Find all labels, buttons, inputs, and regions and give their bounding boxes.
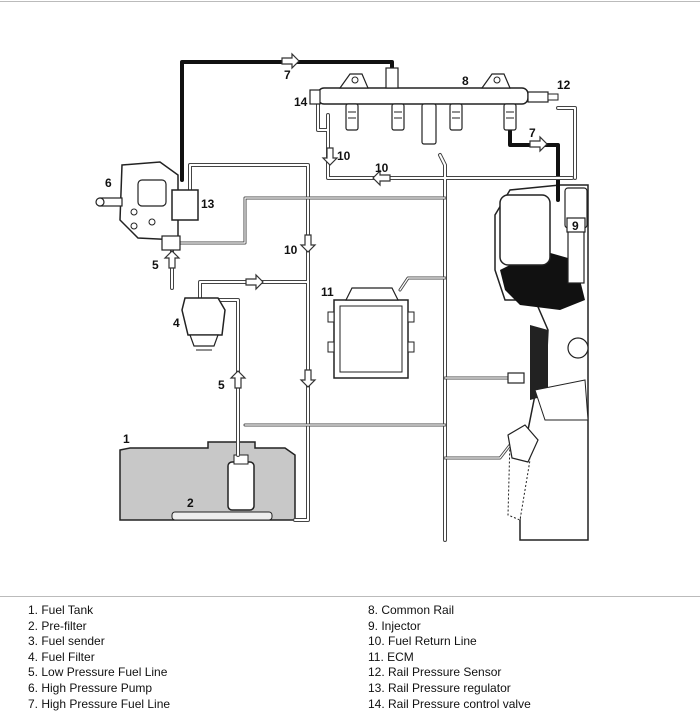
- injector: [564, 187, 588, 284]
- callout-10c: 10: [284, 243, 298, 257]
- callout-4: 4: [173, 316, 180, 330]
- callout-numbers: 1 2 4 5 5 6 7 7 8 9 10 10 10 11 12 13 14: [105, 68, 579, 510]
- legend-item-fuel-return-line: 10. Fuel Return Line: [368, 634, 477, 649]
- legend-item-rail-pressure-regulator: 13. Rail Pressure regulator: [368, 680, 511, 695]
- legend-item-fuel-sender: 3. Fuel sender: [28, 634, 105, 649]
- legend-item-common-rail: 8. Common Rail: [368, 603, 455, 617]
- legend-right: 8. Common Rail 9. Injector 10. Fuel Retu…: [368, 603, 531, 712]
- legend-item-rail-pressure-sensor: 12. Rail Pressure Sensor: [368, 665, 502, 680]
- top-divider: [0, 1, 700, 2]
- legend-item-injector: 9. Injector: [368, 618, 421, 633]
- callout-9: 9: [572, 219, 579, 233]
- legend-item-ecm: 11. ECM: [368, 649, 414, 664]
- callout-2: 2: [187, 496, 194, 510]
- callout-5a: 5: [152, 258, 159, 272]
- legend-item-high-pressure-pump: 6. High Pressure Pump: [28, 680, 153, 695]
- callout-11: 11: [321, 285, 334, 299]
- fuel-filter: [181, 297, 226, 351]
- fuel-tank: [119, 441, 296, 521]
- callout-13: 13: [201, 197, 215, 211]
- callout-7a: 7: [284, 68, 291, 82]
- callout-5b: 5: [218, 378, 225, 392]
- fuel-system-diagram: 1 2 4 5 5 6 7 7 8 9 10 10 10 11 12 13 14: [95, 52, 589, 542]
- legend-item-high-pressure-fuel-line: 7. High Pressure Fuel Line: [28, 696, 171, 711]
- high-pressure-pump: [95, 161, 179, 241]
- callout-7b: 7: [529, 126, 536, 140]
- legend-item-low-pressure-fuel-line: 5. Low Pressure Fuel Line: [28, 665, 168, 680]
- callout-6: 6: [105, 176, 112, 190]
- legend-left: 1. Fuel Tank 2. Pre-filter 3. Fuel sende…: [28, 603, 170, 712]
- flow-arrows: [163, 52, 548, 389]
- fuel-sender: [227, 454, 255, 511]
- rail-pressure-regulator: [161, 189, 199, 251]
- callout-10a: 10: [337, 149, 351, 163]
- legend-item-rail-pressure-control-valve: 14. Rail Pressure control valve: [368, 696, 531, 711]
- engine-sensors: [507, 372, 539, 463]
- callout-10b: 10: [375, 161, 389, 175]
- legend-item-fuel-filter: 4. Fuel Filter: [28, 649, 95, 664]
- legend-item-fuel-tank: 1. Fuel Tank: [28, 603, 94, 617]
- common-rail: [309, 67, 559, 145]
- engine-block: [494, 184, 589, 541]
- callout-8: 8: [462, 74, 469, 88]
- ecm: [327, 287, 415, 379]
- legend-divider: [0, 596, 700, 597]
- legend-item-pre-filter: 2. Pre-filter: [28, 618, 87, 633]
- callout-12: 12: [557, 78, 571, 92]
- callout-14: 14: [294, 95, 308, 109]
- callout-1: 1: [123, 432, 130, 446]
